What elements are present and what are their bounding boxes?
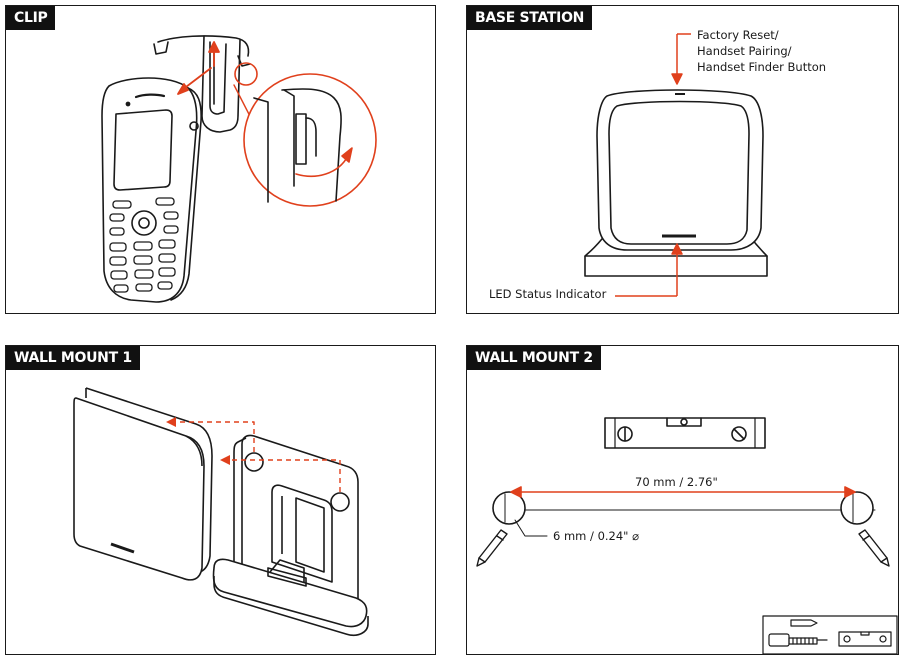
handset-drawing [101,77,202,303]
wall-mount-2-title: WALL MOUNT 2 [467,346,601,370]
wall-mount-2-panel: WALL MOUNT 2 [466,345,899,655]
pencil-left-icon [476,529,508,567]
wall-bracket-drawing [212,434,369,637]
wall-mount-1-panel: WALL MOUNT 1 [5,345,436,655]
clip-detail-drawing [253,88,342,203]
base-station-panel: BASE STATION Factory Reset/ Handset Pair… [466,5,899,314]
button-label-line-3: Handset Finder Button [697,60,827,74]
clip-illustration [101,35,377,303]
button-label-line-1: Factory Reset/ [697,28,779,42]
base-station-illustration [584,33,768,297]
right-hole [840,491,874,525]
tools-inset [762,615,898,654]
base-station-title: BASE STATION [467,6,593,30]
wall-mount-1-illustration [73,387,369,637]
clip-title: CLIP [6,6,56,30]
wall-mount-1-title: WALL MOUNT 1 [6,346,140,370]
spirit-level-drawing [604,417,766,449]
pencil-right-icon [858,529,890,567]
clip-panel: CLIP [5,5,436,314]
button-label-line-2: Handset Pairing/ [697,44,792,58]
led-status-label: LED Status Indicator [489,287,607,301]
hole-distance-label: 70 mm / 2.76" [635,475,718,489]
base-body-drawing [73,387,213,581]
left-hole [492,491,526,525]
hole-diameter-label: 6 mm / 0.24" ⌀ [553,529,640,543]
wall-mount-2-illustration [476,417,898,654]
belt-clip-drawing [153,35,251,133]
